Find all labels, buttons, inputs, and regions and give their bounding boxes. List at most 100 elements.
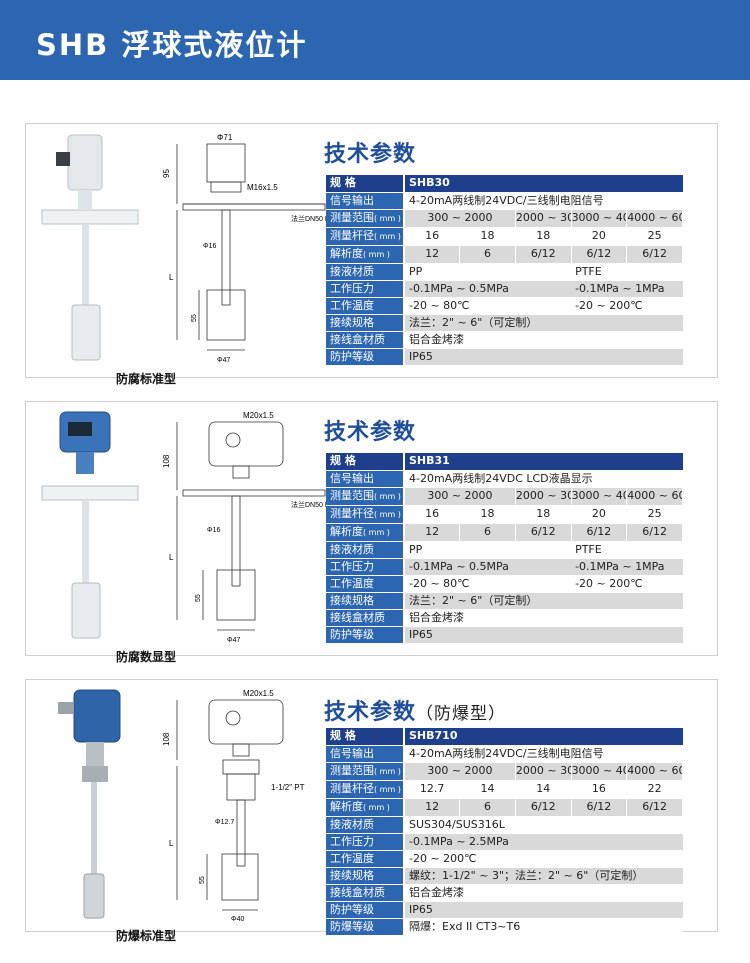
spec-value: 2000 ~ 3000 <box>515 762 572 781</box>
spec-label: 防护等级 <box>326 901 405 919</box>
spec-value: -0.1MPa ~ 1MPa <box>571 280 683 298</box>
spec-label: 工作压力 <box>326 558 405 576</box>
spec-label: 规 格 <box>326 175 405 193</box>
spec-value: 2000 ~ 3000 <box>515 209 572 228</box>
spec-value: 14 <box>459 780 516 799</box>
spec-value: -20 ~ 80℃ <box>404 575 572 593</box>
spec-row: 工作温度-20 ~ 200℃ <box>326 850 683 868</box>
spec-value: 12 <box>404 523 461 542</box>
spec-label: 测量范围( mm ) <box>326 209 405 228</box>
spec-value: 3000 ~ 4000 <box>571 209 628 228</box>
dim-float-dia: Φ47 <box>227 637 240 644</box>
spec-label: 接线盒材质 <box>326 331 405 349</box>
spec-label: 接液材质 <box>326 263 405 281</box>
spec-label: 工作温度 <box>326 575 405 593</box>
product-caption: 防腐数显型 <box>116 650 177 664</box>
spec-value: 4-20mA两线制24VDC/三线制电阻信号 <box>404 192 683 210</box>
spec-row: 工作压力-0.1MPa ~ 0.5MPa-0.1MPa ~ 1MPa <box>326 280 683 298</box>
spec-row: 工作压力-0.1MPa ~ 2.5MPa <box>326 833 683 851</box>
spec-value: 20 <box>571 505 628 524</box>
spec-label: 测量杆径( mm ) <box>326 227 405 246</box>
spec-label: 接续规格 <box>326 592 405 610</box>
spec-value: 20 <box>571 227 628 246</box>
spec-label: 测量杆径( mm ) <box>326 505 405 524</box>
section-title: 技术参数 <box>324 142 417 167</box>
spec-row: 工作温度-20 ~ 80℃-20 ~ 200℃ <box>326 575 683 593</box>
dim-pipe-thread: 1-1/2" PT <box>271 783 305 792</box>
dim-length: L <box>169 553 174 562</box>
spec-value: 铝合金烤漆 <box>404 609 683 627</box>
spec-value: 16 <box>571 780 628 799</box>
spec-row: 接线盒材质铝合金烤漆 <box>326 331 683 349</box>
spec-value: 2000 ~ 3000 <box>515 487 572 506</box>
dim-thread: M20x1.5 <box>243 411 274 420</box>
spec-value: 6/12 <box>571 245 628 264</box>
spec-label: 规 格 <box>326 453 405 471</box>
dim-rod: Φ16 <box>207 527 220 534</box>
spec-value: 隔爆：Exd II CT3~T6 <box>404 918 683 936</box>
spec-label: 解析度( mm ) <box>326 798 405 817</box>
dim-flange: 法兰DN50 PN16 <box>291 214 342 223</box>
dim-dia-top: Φ71 <box>217 133 233 142</box>
dim-height-top: 95 <box>162 169 171 178</box>
spec-value: -0.1MPa ~ 0.5MPa <box>404 280 572 298</box>
spec-label: 接液材质 <box>326 541 405 559</box>
spec-value: 法兰：2" ~ 6"（可定制） <box>404 592 683 610</box>
spec-value: 25 <box>626 227 683 246</box>
spec-value: 6/12 <box>626 798 683 817</box>
product-caption: 防爆标准型 <box>116 929 177 943</box>
dim-float-height: 55 <box>191 314 198 322</box>
spec-value: 12 <box>404 245 461 264</box>
spec-value: 6/12 <box>515 798 572 817</box>
spec-label: 解析度( mm ) <box>326 245 405 264</box>
spec-label: 接线盒材质 <box>326 884 405 902</box>
spec-value: 6/12 <box>626 523 683 542</box>
product-panel-shb710: M20x1.5 108 1-1/2" PT Φ12.7 L 55 Φ40 技术参… <box>25 679 718 936</box>
spec-value: 3000 ~ 4000 <box>571 487 628 506</box>
spec-label: 工作温度 <box>326 297 405 315</box>
product-caption: 防腐标准型 <box>116 372 177 386</box>
spec-value: 4000 ~ 6000 <box>626 487 683 506</box>
spec-value: 6 <box>459 523 516 542</box>
spec-label: 防爆等级 <box>326 918 405 936</box>
spec-value: 法兰：2" ~ 6"（可定制） <box>404 314 683 332</box>
spec-value: -20 ~ 200℃ <box>404 850 683 868</box>
spec-value: 6/12 <box>515 523 572 542</box>
dimension-drawing: M20x1.5 108 法兰DN50 PN16 Φ16 L 55 Φ47 <box>162 411 342 644</box>
spec-row: 接续规格法兰：2" ~ 6"（可定制） <box>326 592 683 610</box>
spec-value: 6 <box>459 245 516 264</box>
spec-value: 4000 ~ 6000 <box>626 209 683 228</box>
dimension-drawing: Φ71 95 M16x1.5 法兰DN50 PN16 Φ16 L 55 Φ47 <box>162 133 342 364</box>
spec-value: 18 <box>459 227 516 246</box>
dim-float-dia: Φ40 <box>231 916 244 923</box>
spec-value: 4-20mA两线制24VDC/三线制电阻信号 <box>404 745 683 763</box>
section-title: 技术参数（防爆型） <box>324 700 507 725</box>
spec-value: 铝合金烤漆 <box>404 884 683 902</box>
spec-value: 16 <box>404 227 461 246</box>
spec-value: PTFE <box>571 263 683 281</box>
dim-length: L <box>169 839 174 848</box>
product-photo <box>41 134 139 361</box>
spec-row: 防爆等级隔爆：Exd II CT3~T6 <box>326 918 683 936</box>
spec-value: -20 ~ 200℃ <box>571 297 683 315</box>
spec-value: 18 <box>515 227 572 246</box>
product-panel-shb31: M20x1.5 108 法兰DN50 PN16 Φ16 L 55 Φ47 技术参… <box>25 401 718 656</box>
spec-label: 信号输出 <box>326 192 405 210</box>
spec-label: 接液材质 <box>326 816 405 834</box>
spec-value: 4000 ~ 6000 <box>626 762 683 781</box>
spec-row: 工作温度-20 ~ 80℃-20 ~ 200℃ <box>326 297 683 315</box>
spec-value: 螺纹：1-1/2" ~ 3"；法兰：2" ~ 6"（可定制） <box>404 867 683 885</box>
